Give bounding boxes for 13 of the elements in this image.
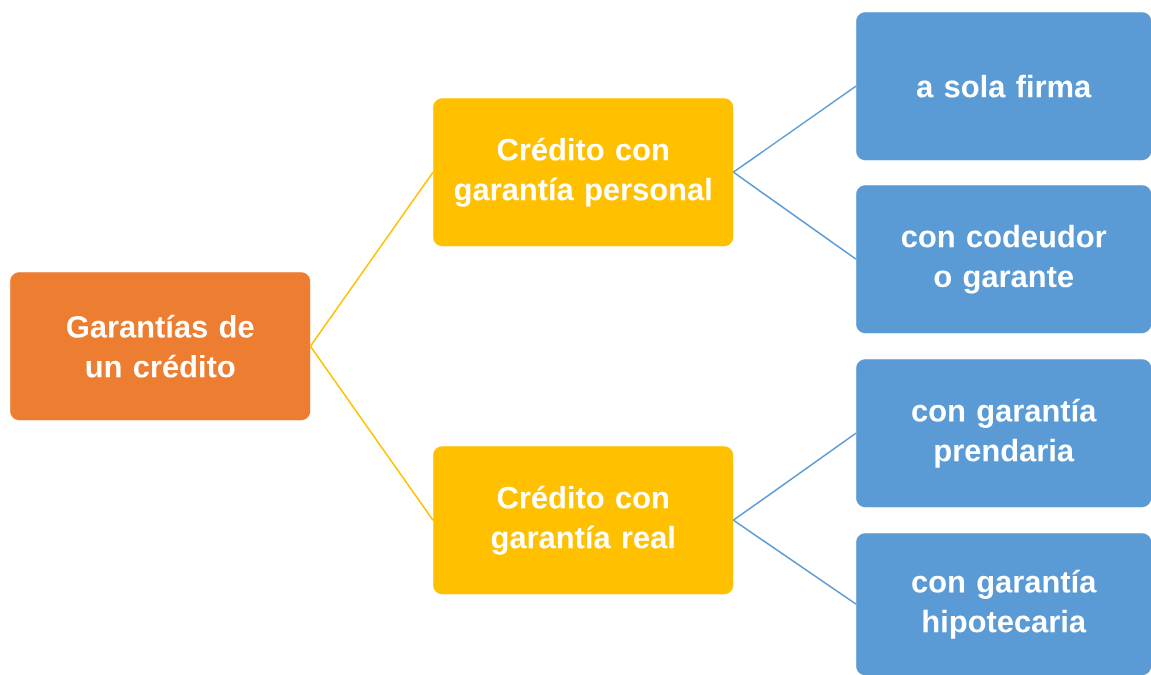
connector-line [309,171,434,347]
process-box: con garantía hipotecaria [856,533,1151,675]
process-box: Crédito con garantía personal [433,98,734,247]
connector-line [732,171,857,260]
process-box: Garantías de un crédito [10,272,311,421]
process-box: a sola firma [856,12,1151,161]
connector-line [732,85,857,173]
process-box: Crédito con garantía real [433,446,734,595]
process-box: con codeudor o garante [856,185,1151,334]
connector-line [732,519,857,605]
process-box: con garantía prendaria [856,359,1151,508]
connector-line [732,432,857,521]
connector-line [309,345,434,521]
